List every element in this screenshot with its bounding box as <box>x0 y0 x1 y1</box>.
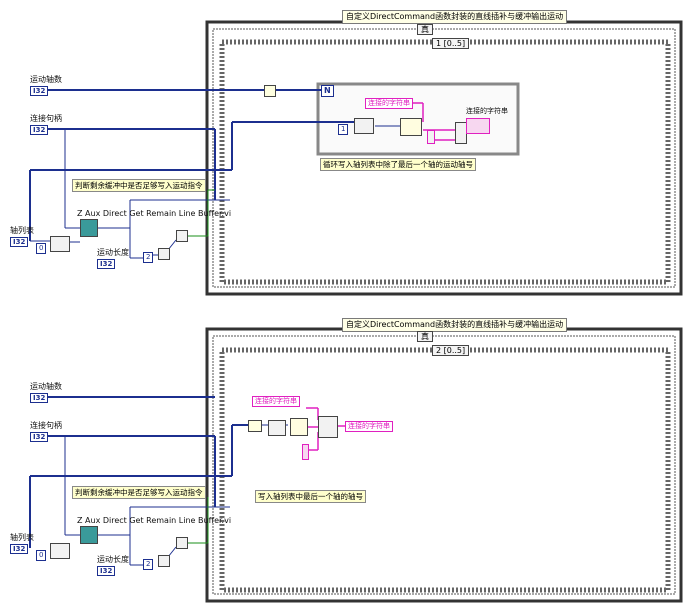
top-decrement-node[interactable] <box>264 85 276 97</box>
top-subvi-icon[interactable] <box>80 219 98 237</box>
bottom-handle-terminal[interactable]: I32 <box>30 432 49 442</box>
bottom-multiply-node[interactable] <box>158 555 170 567</box>
bottom-const-two[interactable]: 2 <box>143 559 154 570</box>
top-index-array-node[interactable] <box>50 236 70 252</box>
top-string-constant[interactable]: 连接的字符串 <box>365 98 413 109</box>
top-compare-node[interactable] <box>176 230 188 242</box>
top-loop-note: 循环写入轴列表中除了最后一个轴的运动轴号 <box>320 158 476 171</box>
bottom-frame-selector[interactable]: 2 [0..5] <box>432 345 470 356</box>
bottom-index-zero[interactable]: 0 <box>36 550 47 561</box>
top-movelen-label: 运动长度 <box>97 248 129 257</box>
top-movelen-terminal[interactable]: I32 <box>97 259 116 269</box>
bottom-number-to-string[interactable] <box>290 418 308 436</box>
top-index-zero[interactable]: 0 <box>36 243 47 254</box>
bottom-axislist-label: 轴列表 <box>10 533 34 542</box>
top-axes-terminal[interactable]: I32 <box>30 86 49 96</box>
top-buffer-note: 判断剩余缓冲中是否足够写入运动指令 <box>72 179 206 192</box>
bottom-concatenate-node[interactable] <box>318 416 338 438</box>
bottom-movelen-label: 运动长度 <box>97 555 129 564</box>
bottom-index-node[interactable] <box>268 420 286 436</box>
bottom-vi-name: Z Aux Direct Get Remain Line Buffer.vi <box>77 516 232 525</box>
top-loop-index[interactable]: 1 <box>338 124 349 135</box>
bottom-compare-node[interactable] <box>176 537 188 549</box>
top-case-selector[interactable]: 真 <box>417 24 433 35</box>
top-string-indicator[interactable] <box>466 118 490 134</box>
top-const-two[interactable]: 2 <box>143 252 154 263</box>
bottom-axes-terminal[interactable]: I32 <box>30 393 49 403</box>
bottom-case-frame <box>205 327 683 603</box>
top-vi-name: Z Aux Direct Get Remain Line Buffer.vi <box>77 209 232 218</box>
top-handle-terminal[interactable]: I32 <box>30 125 49 135</box>
top-frame-selector[interactable]: 1 [0..5] <box>432 38 470 49</box>
bottom-axislist-terminal[interactable]: I32 <box>10 544 29 554</box>
bottom-movelen-terminal[interactable]: I32 <box>97 566 116 576</box>
bottom-index-array-node[interactable] <box>50 543 70 559</box>
bottom-subvi-icon[interactable] <box>80 526 98 544</box>
bottom-sequence-frame <box>219 347 671 593</box>
bottom-string-tunnel <box>302 444 309 460</box>
bottom-axes-label: 运动轴数 <box>30 382 62 391</box>
top-string-tunnel <box>427 130 435 144</box>
top-string-indicator-label: 连接的字符串 <box>466 107 508 115</box>
top-axes-label: 运动轴数 <box>30 75 62 84</box>
bottom-case-selector[interactable]: 真 <box>417 331 433 342</box>
bottom-string-output[interactable]: 连接的字符串 <box>345 421 393 432</box>
top-loop-index-array[interactable] <box>354 118 374 134</box>
top-axislist-label: 轴列表 <box>10 226 34 235</box>
bottom-case-title: 自定义DirectCommand函数封装的直线插补与缓冲输出运动 <box>342 318 568 332</box>
top-sequence-frame <box>219 39 671 285</box>
top-axislist-terminal[interactable]: I32 <box>10 237 29 247</box>
top-case-title: 自定义DirectCommand函数封装的直线插补与缓冲输出运动 <box>342 10 568 24</box>
bottom-last-axis-note: 写入轴列表中最后一个轴的轴号 <box>255 490 366 503</box>
top-number-to-string[interactable] <box>400 118 422 136</box>
bottom-handle-label: 连接句柄 <box>30 421 62 430</box>
top-handle-label: 连接句柄 <box>30 114 62 123</box>
top-loop-count-terminal[interactable]: N <box>321 85 334 97</box>
bottom-string-constant[interactable]: 连接的字符串 <box>252 396 300 407</box>
bottom-decrement-node[interactable] <box>248 420 262 432</box>
top-multiply-node[interactable] <box>158 248 170 260</box>
bottom-buffer-note: 判断剩余缓冲中是否足够写入运动指令 <box>72 486 206 499</box>
